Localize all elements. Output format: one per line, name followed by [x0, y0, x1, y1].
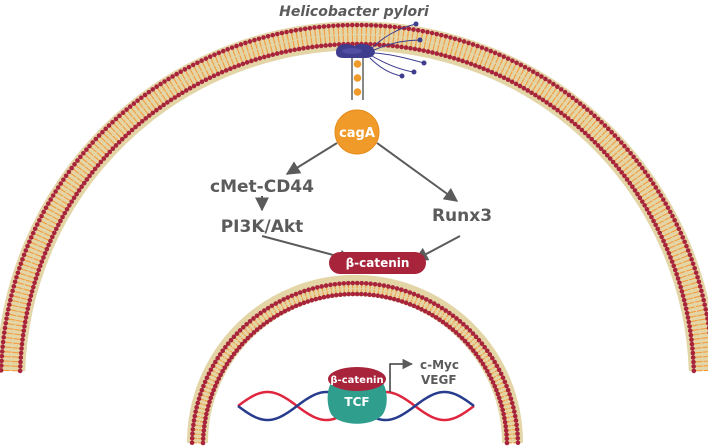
target-vegf: VEGF	[421, 373, 457, 387]
beta-catenin-node: β-catenin	[329, 252, 426, 274]
beta-catenin-label: β-catenin	[346, 256, 410, 270]
tcf-label: TCF	[344, 395, 369, 409]
cmet-cd44-label: cMet-CD44	[210, 177, 314, 197]
tcf-node: TCF	[327, 383, 387, 424]
arrow-caga-cmet	[285, 142, 338, 175]
arrow-caga-runx3	[376, 142, 459, 202]
caga-label: cagA	[339, 126, 375, 141]
runx3-label: Runx3	[432, 206, 492, 226]
cell-membrane	[0, 21, 708, 374]
caga-node: cagA	[334, 109, 380, 155]
nuclear-beta-catenin-node: β-catenin	[328, 367, 386, 391]
title: Helicobacter pylori	[279, 4, 429, 20]
bacterium-icon	[336, 21, 427, 79]
target-c-myc: c-Myc	[420, 358, 459, 372]
secretion-channel	[351, 58, 364, 100]
pi3k-akt-label: PI3K/Akt	[221, 217, 304, 237]
transcription-arrow	[389, 358, 414, 392]
nuclear-membrane	[187, 274, 523, 446]
nuclear-beta-catenin-label: β-catenin	[330, 375, 383, 386]
